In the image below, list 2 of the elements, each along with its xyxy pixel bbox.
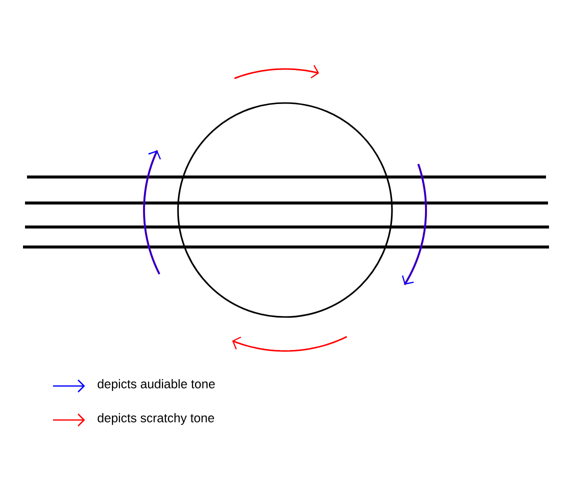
legend-label: depicts scratchy tone	[98, 413, 214, 425]
legend-label: depicts audiable tone	[98, 379, 215, 391]
